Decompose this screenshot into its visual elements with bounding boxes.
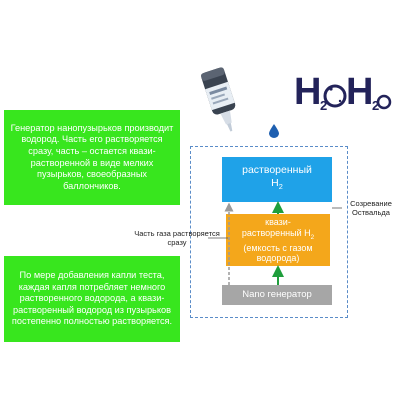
dissolved-formula: H2 [271,177,283,192]
logo-sub-left: 2 [320,98,327,113]
dissolved-h2-block: растворенный H2 [222,157,332,202]
callout-top-text: Генератор нанопузырьков производит водор… [10,122,174,191]
dropper-bottle-icon [200,67,236,132]
logo-sub-right: 2 [372,98,379,113]
quasi-line3: (емкость с газом водорода) [243,242,313,264]
process-container [190,146,348,318]
label-ostwald-ripening: Созревание Оствальда [350,199,392,217]
nano-generator-block: Nano генератор [222,285,332,305]
callout-top: Генератор нанопузырьков производит водор… [4,110,180,205]
logo-h-left: H [294,71,321,113]
quasi-line2: растворенный H2 [241,227,315,241]
label-part-dissolves: Часть газа растворяется сразу [134,229,220,247]
quasi-line1: квази- [265,217,291,227]
quasi-dissolved-h2-block: квази- растворенный H2 (емкость с газом … [226,214,330,266]
callout-bottom-text: По мере добавления капли теста, каждая к… [11,270,173,327]
water-drop-icon [269,124,279,138]
logo-h-right: H [346,71,373,113]
callout-bottom: По мере добавления капли теста, каждая к… [4,256,180,342]
h2-logo-icon: H 2 H 2 [294,71,392,113]
dissolved-label: растворенный [242,164,312,176]
